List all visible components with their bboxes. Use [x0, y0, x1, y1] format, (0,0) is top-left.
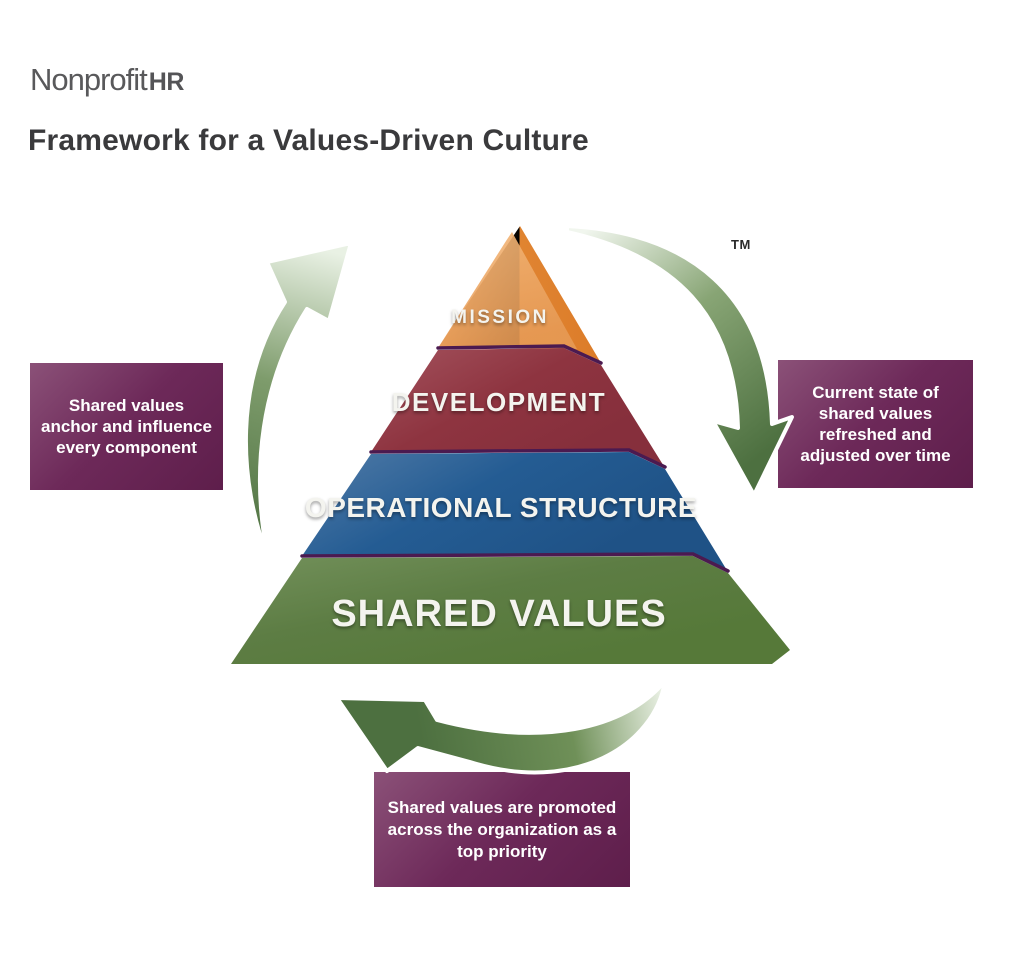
- separator-mission-development: [436, 344, 603, 365]
- pyramid-layer-operational-structure: [302, 452, 728, 572]
- pyramid-layer-shared-values: [231, 556, 790, 664]
- page-title: Framework for a Values-Driven Culture: [28, 124, 589, 157]
- callout-line: adjusted over time: [800, 446, 951, 465]
- callout-line: Shared values: [68, 396, 185, 415]
- nonprofit-hr-logo: Nonprofit HR: [30, 62, 184, 98]
- label-development: DEVELOPMENT: [392, 387, 606, 417]
- label-shared-values: SHARED VALUES: [331, 593, 666, 635]
- label-operational-structure: OPERATIONAL STRUCTURE: [305, 492, 697, 523]
- pyramid-layer-development: [371, 348, 665, 468]
- callout-line: top priority: [457, 841, 547, 861]
- label-mission: MISSION: [451, 307, 549, 328]
- callout-line: anchor and influence: [41, 417, 212, 436]
- callout-right-current-state: Current state of shared values refreshed…: [778, 360, 973, 488]
- callout-line: every component: [56, 438, 197, 457]
- callout-line: across the organization as a: [387, 819, 617, 839]
- separator-development-operational: [369, 448, 667, 469]
- callout-left-anchor-influence: Shared values anchor and influence every…: [30, 363, 223, 490]
- logo-text-hr: HR: [148, 68, 185, 96]
- cycle-arrow-left-up: [243, 241, 353, 560]
- cycle-arrow-bottom-left: [335, 679, 667, 775]
- separator-operational-shared: [300, 552, 730, 573]
- callout-line: Shared values are promoted: [387, 797, 617, 817]
- trademark-symbol: TM: [731, 237, 751, 252]
- callout-line: Current state of: [812, 383, 939, 402]
- callout-line: refreshed and: [819, 425, 932, 444]
- callout-bottom-promoted: Shared values are promoted across the or…: [374, 772, 630, 887]
- logo-text-nonprofit: Nonprofit: [30, 62, 148, 97]
- mission-highlight-facet: [438, 232, 577, 349]
- callout-line: shared values: [818, 404, 933, 423]
- cycle-arrow-top-right: [565, 224, 794, 497]
